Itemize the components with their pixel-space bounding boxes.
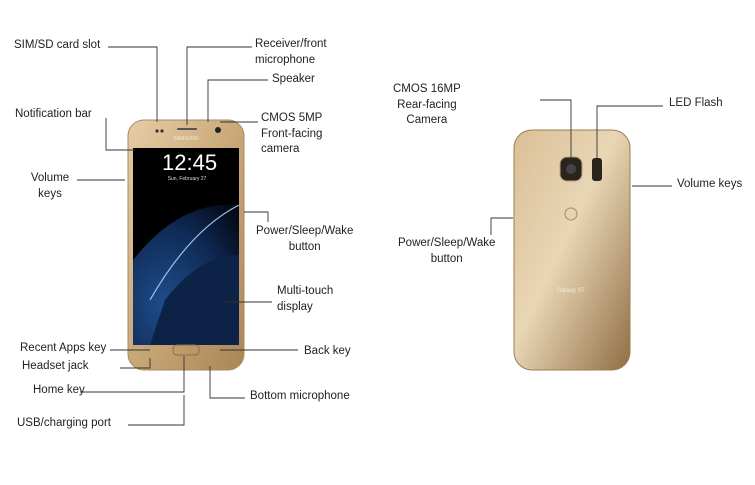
label-display: Multi-touch display xyxy=(277,285,334,313)
leader-lines xyxy=(77,46,672,426)
date: Sun, February 27 xyxy=(167,176,207,182)
label-led-flash: LED Flash xyxy=(669,97,723,109)
led-flash xyxy=(592,158,602,181)
label-usb: USB/charging port xyxy=(17,417,111,429)
label-volume-keys: Volume keys xyxy=(30,172,70,200)
label-power: Power/Sleep/Wake button xyxy=(256,225,354,253)
label-back-key: Back key xyxy=(304,345,351,357)
att-logo xyxy=(564,207,578,221)
label-speaker: Speaker xyxy=(272,73,315,85)
back-phone xyxy=(513,129,631,371)
clock: 12:45 xyxy=(162,150,218,175)
label-back-power: Power/Sleep/Wake button xyxy=(398,237,496,265)
label-notification-bar: Notification bar xyxy=(15,108,92,120)
label-back-volume: Volume keys xyxy=(677,178,743,190)
label-headset: Headset jack xyxy=(22,360,89,372)
samsung-logo: SAMSUNG xyxy=(173,136,199,142)
label-recent-apps: Recent Apps key xyxy=(20,342,107,354)
front-camera-lens xyxy=(215,127,221,133)
label-bottom-mic: Bottom microphone xyxy=(250,390,350,402)
label-receiver: Receiver/front microphone xyxy=(255,38,327,66)
label-front-camera: CMOS 5MP Front-facing camera xyxy=(261,112,323,155)
receiver-grille xyxy=(177,128,197,130)
home-key-shape xyxy=(172,344,200,356)
label-home-key: Home key xyxy=(33,384,85,396)
label-sim-slot: SIM/SD card slot xyxy=(14,39,101,51)
galaxy-logo: Galaxy S7 xyxy=(557,288,585,294)
front-phone xyxy=(127,119,245,371)
label-rear-camera: CMOS 16MP Rear-facing Camera xyxy=(393,83,461,126)
